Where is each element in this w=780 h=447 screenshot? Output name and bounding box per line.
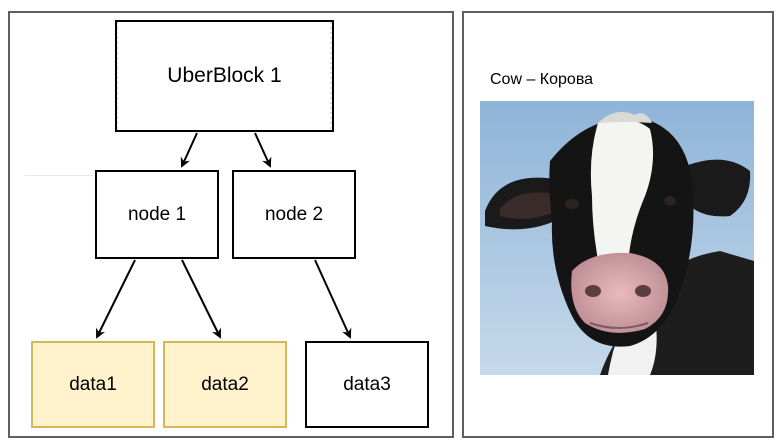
cow-illustration	[480, 101, 754, 375]
edge-uberblock-node1	[180, 132, 198, 168]
data-3-block: data3	[305, 341, 429, 428]
uberblock-guides	[117, 22, 332, 130]
data-2-block: data2	[163, 341, 287, 428]
data-1-block: data1	[31, 341, 155, 428]
image-caption: Cow – Корова	[490, 71, 594, 88]
edge-node1-data2	[181, 259, 221, 339]
node-1-label: node 1	[127, 203, 187, 225]
diagram-panel: UberBlock 1 node 1 node 2 data1 data2 da…	[8, 11, 454, 438]
uberblock-label: UberBlock 1	[167, 64, 282, 87]
cow-image	[480, 101, 754, 375]
faint-divider	[25, 175, 93, 176]
data-3-label: data3	[343, 373, 391, 395]
uberblock-node: UberBlock 1	[115, 20, 334, 132]
node-1: node 1	[95, 170, 219, 259]
edge-node1-data1	[96, 259, 136, 339]
node-2: node 2	[232, 170, 356, 259]
data-2-label: data2	[201, 373, 249, 395]
edge-uberblock-node2	[254, 132, 272, 168]
image-panel: Cow – Корова	[462, 11, 774, 438]
node-2-label: node 2	[264, 203, 324, 225]
data-1-label: data1	[69, 373, 117, 395]
edge-node2-data3	[314, 259, 352, 339]
